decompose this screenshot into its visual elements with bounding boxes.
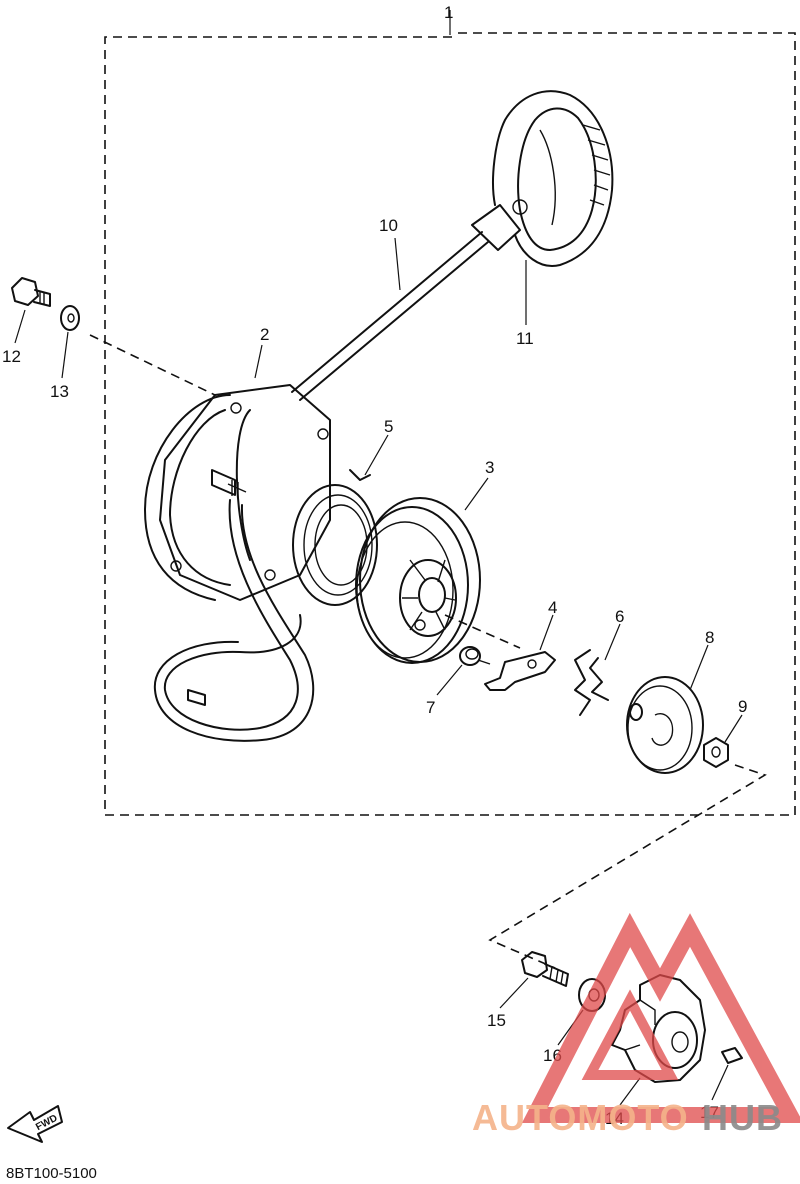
assembly-line-lower	[488, 764, 767, 969]
leader-6	[604, 623, 621, 661]
callout-6: 6	[615, 607, 624, 626]
part-nut-9	[703, 737, 729, 768]
callout-11: 11	[516, 329, 534, 348]
part-handle	[471, 90, 614, 267]
drawing-code: 8BT100-5100	[6, 1165, 97, 1182]
part-clip	[574, 649, 609, 716]
assembly-line-12	[89, 334, 216, 396]
callout-8: 8	[705, 628, 714, 647]
leader-12	[14, 309, 26, 344]
callout-12: 12	[2, 347, 21, 366]
watermark-text-b: HUB	[702, 1097, 783, 1138]
callout-1: 1	[444, 3, 453, 22]
part-pulley	[355, 497, 481, 664]
callout-4: 4	[548, 598, 557, 617]
callout-10: 10	[379, 216, 398, 235]
leader-8	[689, 644, 709, 691]
callout-13: 13	[50, 382, 69, 401]
leader-9	[724, 714, 743, 743]
leader-13	[61, 331, 69, 379]
part-key-17	[721, 1047, 743, 1064]
part-drive-plate	[626, 676, 704, 774]
part-washer-13	[60, 305, 80, 331]
leader-4	[539, 614, 554, 651]
leader-17	[711, 1064, 729, 1101]
leader-7	[436, 664, 463, 696]
leader-5	[364, 434, 389, 476]
watermark-logo	[521, 912, 800, 1123]
assembly-line-7	[444, 614, 521, 649]
callout-15: 15	[487, 1011, 506, 1030]
part-spring	[292, 469, 378, 606]
leader-10	[394, 237, 401, 291]
callout-3: 3	[485, 458, 494, 477]
callout-5: 5	[384, 417, 393, 436]
part-small-spring	[459, 646, 491, 666]
leader-15	[499, 977, 529, 1009]
callout-9: 9	[738, 697, 747, 716]
callout-7: 7	[426, 698, 435, 717]
fwd-arrow: FWD	[7, 1105, 63, 1143]
leader-2	[254, 344, 263, 379]
part-bolt-12	[11, 277, 51, 307]
part-rope	[291, 231, 489, 401]
leader-3	[464, 477, 489, 511]
part-pawl	[484, 651, 556, 691]
assembly-boundary	[104, 32, 796, 816]
callout-2: 2	[260, 325, 269, 344]
part-housing	[144, 384, 331, 742]
part-bolt-15	[521, 951, 569, 987]
leader-14	[619, 1077, 641, 1106]
watermark-text-a: AUTOMOTO	[472, 1097, 689, 1138]
